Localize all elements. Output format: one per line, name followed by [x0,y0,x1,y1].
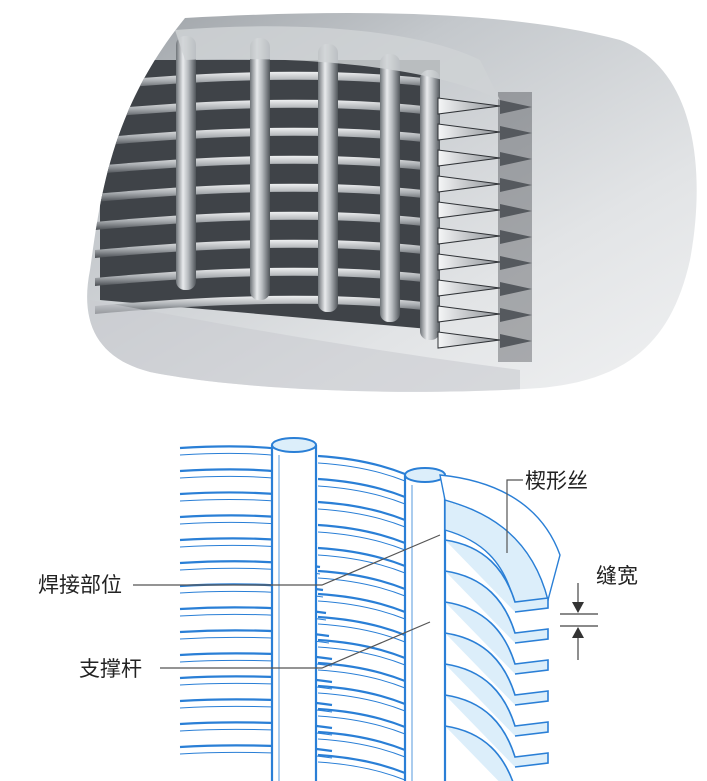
diagram-wire-middle [317,638,406,660]
diagram-wedge-wire-profiles [439,474,561,781]
diagram-wire-left-edge [179,682,333,690]
photo-edge-shade [498,92,532,362]
diagram-wedge-wire [444,725,514,781]
wedge-wire-screen-photo [87,12,697,392]
diagram-wire-left-edge [179,728,333,736]
diagram-wire-left [179,721,333,730]
photo-wedge-profile [437,123,501,141]
slot-width-label: 缝宽 [596,564,638,588]
diagram-wire-left [179,675,333,684]
slot-arrow-down-icon [572,602,584,613]
diagram-rod-body [405,475,445,781]
photo-wedge-shadow [500,204,532,218]
diagram-wire-middle-edge [317,531,406,551]
slot-arrow-up-icon [572,627,584,638]
diagram-wire-middle [317,730,406,752]
weld-point-label: 焊接部位 [38,573,122,597]
photo-wedge-shadow [500,100,532,114]
diagram-wire-middle-edge [317,462,406,482]
diagram-wire-middle-edge [317,600,406,620]
diagram-wire-middle [317,523,406,545]
diagram-rod-top [271,437,317,453]
photo-wedge-shadow [500,152,532,166]
diagram-wire-middle [317,592,406,614]
photo-wedge-profile [437,279,501,297]
diagram-wire-middle-edge [317,738,406,758]
diagram-wire-middle-edge [317,646,406,666]
diagram-wire-middle [317,477,406,499]
diagram-wire-middle [317,661,406,683]
photo-wedge-profile [437,201,501,219]
wedge-wire-label: 楔形丝 [525,469,588,493]
diagram-wire-middle-edge [317,554,406,574]
diagram-wire-left [179,744,333,753]
photo-wedge-shadow [500,282,532,296]
photo-wedge-shadow [500,334,532,348]
support-rod-label: 支撑杆 [79,657,142,681]
photo-support-rod [380,54,400,322]
photo-wedge-profile [437,253,501,271]
diagram-wedge-wire [444,632,549,706]
diagram-wire-left [179,652,333,661]
diagram-wedge-wire [444,663,549,737]
photo-wedge-shadow [500,178,532,192]
diagram-support-rods [270,437,447,781]
diagram-wire-middle [317,753,406,775]
photo-wedge-profile [437,227,501,245]
diagram-wedge-wire [444,570,549,644]
diagram-wire-middle-edge [317,669,406,689]
diagram-wire-middle [317,500,406,522]
photo-slat [95,295,440,314]
diagram-wire-middle-edge [317,508,406,528]
diagram-wire-middle [317,454,406,476]
photo-wedge-shadow [500,126,532,140]
diagram-wire-middle [317,684,406,706]
diagram-wire-left [179,698,333,707]
wedge-wire-structure-diagram: 楔形丝 缝宽 焊接部位 支撑杆 [38,437,638,781]
diagram-wire-middle [317,707,406,729]
diagram-wire-left-edge [179,659,333,667]
photo-wedge-profile [437,305,501,323]
slot-width-dimension [560,583,598,660]
diagram-wire-left-edge [179,705,333,713]
photo-wedge-shadow [500,308,532,322]
diagram-wire-middle [317,546,406,568]
diagram-rod-top [404,467,446,483]
diagram-wedge-wire [444,601,549,675]
photo-wedge-profile [437,331,501,349]
diagram-wedge-wire [444,694,549,768]
callout-leaders [133,479,523,669]
diagram-wire-left-edge [179,751,333,759]
diagram-wire-middle-edge [317,692,406,712]
photo-support-rod [250,38,270,300]
photo-wedge-shadow [500,256,532,270]
diagram-wire-middle-edge [317,577,406,597]
photo-support-rod [176,36,196,290]
diagram-wire-middle-edge [317,623,406,643]
photo-wedge-profile [437,97,501,115]
diagram-wire-middle-edge [317,715,406,735]
photo-wedge-profile [437,149,501,167]
photo-support-rod [420,70,440,340]
photo-wedge-shadow [500,230,532,244]
photo-wedge-profile [437,175,501,193]
diagram-wire-middle-edge [317,761,406,781]
diagram-wire-middle [317,615,406,637]
diagram-wedge-wire [444,539,549,613]
diagram-wire-middle [317,569,406,591]
photo-support-rod [318,44,338,312]
diagram-wire-middle-edge [317,485,406,505]
